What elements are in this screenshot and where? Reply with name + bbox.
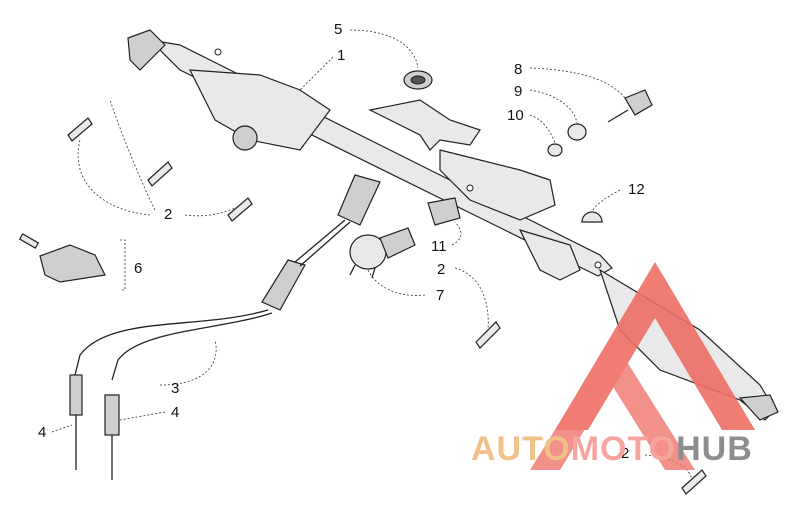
callout-2: 2 [164, 206, 173, 223]
throttle-switch-cable-part [69, 174, 381, 480]
callout-7: 7 [436, 287, 445, 304]
callout-1: 1 [337, 47, 346, 64]
callout-5: 5 [334, 21, 343, 38]
watermark-moto: MOTO [570, 430, 677, 468]
switch-cover-part [427, 197, 461, 226]
callout-9: 9 [514, 83, 523, 100]
callout-2: 2 [621, 445, 630, 462]
watermark-logo [530, 262, 755, 470]
callout-10: 10 [507, 107, 524, 124]
cap-part [581, 211, 603, 223]
watermark-hub: HUB [676, 430, 753, 468]
watermark-auto: AUTO [471, 430, 571, 468]
nut-part [547, 143, 563, 157]
washer-part [567, 123, 587, 141]
callout-4: 4 [171, 404, 180, 421]
ignition-switch-part [349, 227, 416, 279]
callout-12: 12 [628, 181, 645, 198]
bracket-part [18, 233, 106, 283]
callout-11: 11 [431, 238, 447, 255]
callout-2: 2 [437, 261, 446, 278]
ignition-key-part [607, 89, 653, 123]
callout-8: 8 [514, 61, 523, 78]
callout-3: 3 [171, 380, 180, 397]
callout-4: 4 [38, 424, 47, 441]
handlebar-pod-assembly [127, 29, 779, 421]
screw-parts [67, 117, 707, 495]
watermark-text: AUTOMOTOHUB [471, 432, 753, 466]
callout-6: 6 [134, 260, 143, 277]
